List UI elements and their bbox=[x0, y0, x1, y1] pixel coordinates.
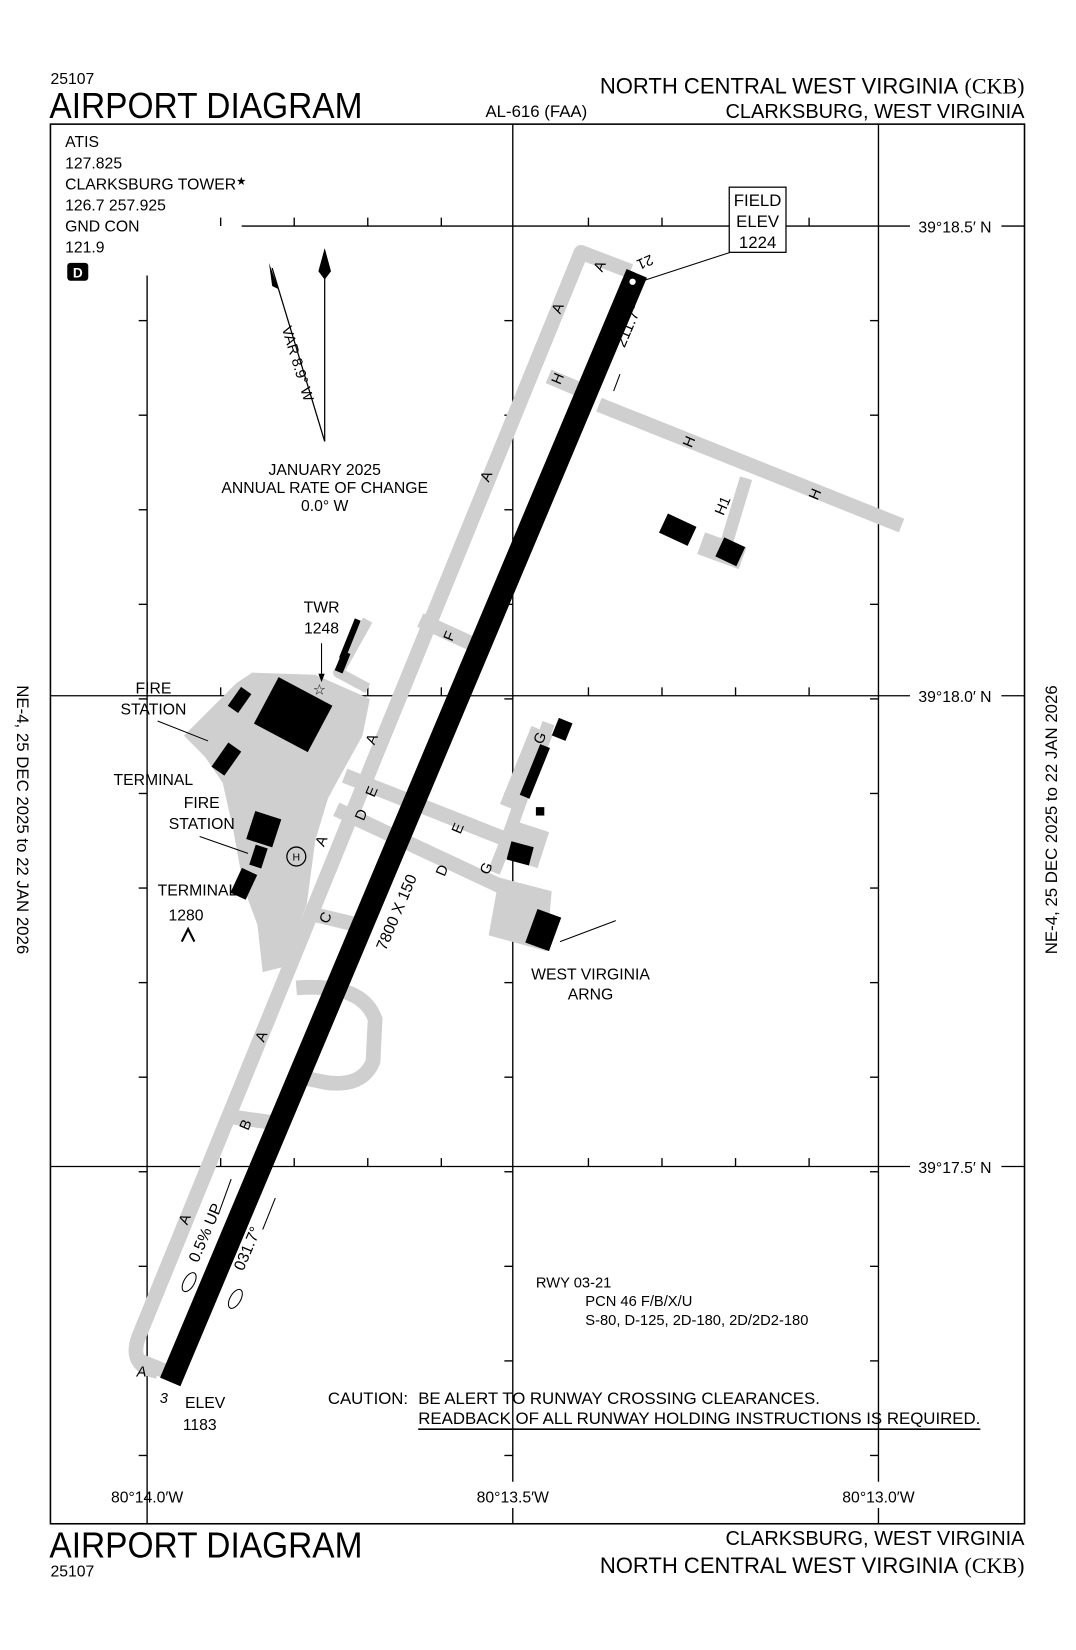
longitude-label: 80°14.0′W bbox=[111, 1490, 183, 1507]
buildings bbox=[211, 513, 746, 952]
footer-city-state: CLARKSBURG, WEST VIRGINIA bbox=[726, 1528, 1026, 1550]
freq-line: ATIS bbox=[65, 134, 99, 151]
field-elev-value: 1224 bbox=[739, 233, 776, 252]
variation-rate-label: ANNUAL RATE OF CHANGE bbox=[221, 480, 428, 497]
tower-label: TWR bbox=[304, 600, 340, 617]
beacon-elev: 1280 bbox=[168, 908, 203, 925]
building bbox=[659, 513, 697, 546]
airspace-d-badge bbox=[67, 262, 89, 281]
rwy-threshold-lights-icon bbox=[181, 1272, 197, 1293]
field-elev-label: ELEV bbox=[736, 212, 780, 231]
footer-chart-number: 25107 bbox=[50, 1563, 94, 1580]
freq-line: 126.7 257.925 bbox=[65, 197, 166, 214]
freq-line: GND CON bbox=[65, 218, 139, 235]
beacon-icon bbox=[180, 926, 196, 943]
terminal-label: TERMINAL bbox=[158, 882, 238, 899]
footer-airport-name: NORTH CENTRAL WEST VIRGINIA (CKB) bbox=[600, 1553, 1025, 1578]
runway-data-title: RWY 03-21 bbox=[536, 1275, 611, 1291]
magnetic-north-arrow-icon bbox=[269, 262, 279, 290]
fire-station-building bbox=[246, 810, 282, 848]
runway-elev-label: ELEV bbox=[185, 1395, 226, 1412]
variation-label: VAR 8.9° W bbox=[278, 324, 316, 403]
runway-elev-value: 1183 bbox=[183, 1417, 217, 1434]
fire-station-label: FIRE bbox=[135, 681, 171, 698]
terminal-building bbox=[230, 867, 258, 900]
building bbox=[506, 841, 534, 866]
true-north-arrow-icon bbox=[318, 248, 331, 280]
terminal-label: TERMINAL bbox=[113, 772, 193, 789]
effective-dates-left: NE-4, 25 DEC 2025 to 22 JAN 2026 bbox=[13, 685, 32, 954]
building bbox=[715, 537, 746, 567]
taxiway-label: A bbox=[313, 833, 332, 848]
lat-lon-grid bbox=[50, 124, 1025, 1524]
runway-data-weights: S-80, D-125, 2D-180, 2D/2D2-180 bbox=[585, 1313, 808, 1329]
variation-date: JANUARY 2025 bbox=[269, 462, 382, 479]
heliport-label: H bbox=[293, 852, 301, 864]
hangar-building bbox=[253, 677, 333, 753]
latitude-label: 39°18.5′ N bbox=[918, 219, 991, 236]
building bbox=[519, 744, 550, 799]
frequency-block: ATIS 127.825 CLARKSBURG TOWER★ 126.7 257… bbox=[65, 134, 246, 281]
freq-line: 127.825 bbox=[65, 155, 122, 172]
procedure-id: AL-616 (FAA) bbox=[485, 102, 587, 121]
building bbox=[249, 844, 268, 869]
runway-03-21 bbox=[160, 269, 647, 1387]
field-elevation-box bbox=[728, 186, 787, 253]
taxiway-label: A bbox=[136, 1365, 147, 1381]
caution-line1: BE ALERT TO RUNWAY CROSSING CLEARANCES. bbox=[418, 1389, 820, 1408]
caution-line2: READBACK OF ALL RUNWAY HOLDING INSTRUCTI… bbox=[418, 1409, 980, 1428]
footer-title: AIRPORT DIAGRAM bbox=[49, 1525, 362, 1565]
arng-building bbox=[525, 908, 562, 952]
variation-rate: 0.0° W bbox=[301, 498, 349, 515]
building bbox=[334, 650, 351, 674]
effective-dates-right: NE-4, 25 DEC 2025 to 22 JAN 2026 bbox=[1042, 685, 1061, 954]
arng-label: WEST VIRGINIA bbox=[531, 966, 650, 983]
heliport-icon bbox=[286, 846, 307, 867]
fire-station-building bbox=[227, 686, 252, 714]
chart-number: 25107 bbox=[50, 71, 94, 88]
building bbox=[535, 807, 545, 816]
fire-station-label: STATION bbox=[120, 702, 186, 719]
longitude-label: 80°13.5′W bbox=[477, 1490, 549, 1507]
freq-line: CLARKSBURG TOWER★ bbox=[65, 176, 246, 193]
runway-id-21: 21 bbox=[634, 251, 655, 272]
chart-frame bbox=[49, 123, 1026, 1525]
arng-label: ARNG bbox=[568, 986, 614, 1003]
latitude-label: 39°17.5′ N bbox=[918, 1160, 991, 1177]
tower-star-icon: ☆ bbox=[313, 683, 326, 699]
field-elev-label: FIELD bbox=[734, 191, 782, 210]
magnetic-variation: VAR 8.9° W JANUARY 2025 ANNUAL RATE OF C… bbox=[221, 248, 428, 515]
city-state: CLARKSBURG, WEST VIRGINIA bbox=[726, 101, 1026, 123]
tower-star-icon: ★ bbox=[236, 176, 246, 188]
tower-building bbox=[339, 618, 361, 660]
building bbox=[551, 717, 573, 741]
taxiway-label: H1 bbox=[712, 494, 734, 518]
leader-lines bbox=[157, 251, 731, 1230]
latitude-label: 39°18.0′ N bbox=[918, 689, 991, 706]
fire-station-label: FIRE bbox=[184, 795, 220, 812]
airspace-d-label: D bbox=[73, 266, 83, 281]
chart-title: AIRPORT DIAGRAM bbox=[49, 86, 362, 126]
runway-data-pcn: PCN 46 F/B/X/U bbox=[585, 1294, 692, 1310]
tower-elev: 1248 bbox=[304, 621, 339, 638]
terminal-building bbox=[211, 742, 242, 776]
longitude-label: 80°13.0′W bbox=[842, 1490, 914, 1507]
runway-id-3: 3 bbox=[160, 1391, 169, 1407]
freq-line: 121.9 bbox=[65, 239, 105, 256]
runway-end-marker bbox=[629, 278, 636, 285]
caution-prefix: CAUTION: bbox=[328, 1389, 408, 1408]
rwy-threshold-lights-icon bbox=[227, 1288, 243, 1309]
airport-name: NORTH CENTRAL WEST VIRGINIA (CKB) bbox=[600, 74, 1025, 99]
fire-station-label: STATION bbox=[169, 816, 235, 833]
